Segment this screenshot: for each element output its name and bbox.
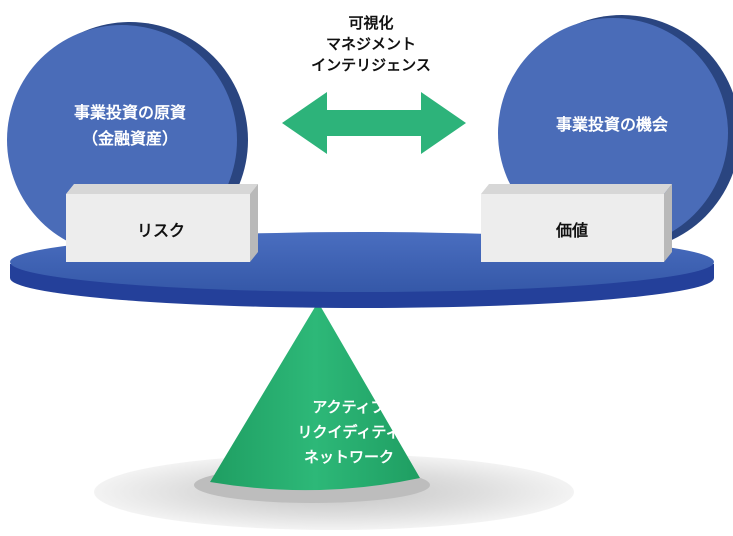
left-box-top — [66, 184, 258, 194]
left-box-face — [66, 194, 250, 262]
fulcrum-label-line2: リクイディティ — [297, 423, 400, 441]
left-box-label: リスク — [137, 221, 185, 240]
right-box-side — [664, 184, 672, 262]
left-circle-label-line1: 事業投資の原資 — [74, 103, 186, 122]
top-label-line2: マネジメント — [326, 35, 416, 53]
top-label-line1: 可視化 — [348, 14, 393, 32]
right-box-top — [481, 184, 672, 194]
fulcrum-label-line1: アクティブ — [312, 398, 385, 416]
left-circle-label-line2: （金融資産） — [82, 129, 178, 148]
fulcrum-cone — [210, 302, 420, 491]
right-circle-label: 事業投資の機会 — [556, 115, 668, 134]
right-box-face — [481, 194, 664, 262]
top-label-line3: インテリジェンス — [311, 56, 431, 74]
double-arrow — [282, 92, 466, 154]
right-box-label: 価値 — [555, 221, 588, 240]
fulcrum-label-line3: ネットワーク — [304, 448, 394, 466]
left-box-side — [250, 184, 258, 262]
